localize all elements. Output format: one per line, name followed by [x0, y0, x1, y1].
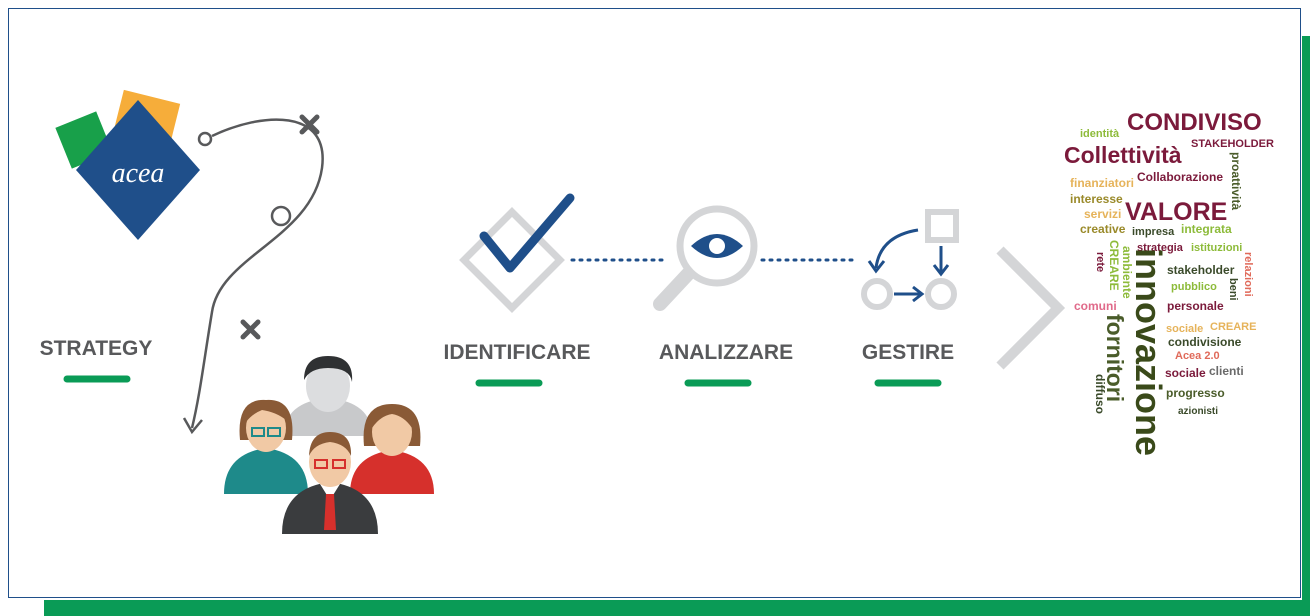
word-cloud-word: finanziatori [1070, 176, 1134, 190]
word-cloud-word: CREARE [1210, 321, 1256, 333]
word-cloud-word: fornitori [1102, 314, 1128, 402]
word-cloud-word: innovazione [1128, 248, 1169, 456]
word-cloud-word: diffuso [1093, 374, 1107, 414]
word-cloud-word: personale [1167, 299, 1224, 313]
word-cloud-word: integrata [1181, 222, 1232, 236]
word-cloud-word: clienti [1209, 364, 1244, 378]
word-cloud-word: Collettività [1064, 142, 1182, 168]
word-cloud-word: azionisti [1178, 406, 1218, 417]
accent-bar-bottom [44, 600, 1310, 616]
step-label-gestire: GESTIRE [862, 341, 954, 364]
word-cloud-word: creative [1080, 222, 1126, 236]
word-cloud-word: CREARE [1107, 240, 1121, 291]
word-cloud-word: CONDIVISO [1127, 109, 1262, 136]
x-mark-icon [299, 114, 320, 135]
word-cloud-word: istituzioni [1191, 242, 1242, 254]
step-label-identificare: IDENTIFICARE [444, 341, 591, 364]
chevron-right-icon [996, 246, 1066, 370]
word-cloud-word: comuni [1074, 299, 1117, 313]
word-cloud-word: servizi [1084, 207, 1121, 221]
word-cloud-word: condivisione [1168, 335, 1242, 349]
word-cloud-word: STAKEHOLDER [1191, 138, 1274, 150]
word-cloud-word: identità [1080, 128, 1120, 140]
checkmark-icon [459, 193, 575, 313]
word-cloud-word: relazioni [1242, 252, 1254, 297]
word-cloud-word: strategia [1137, 242, 1184, 254]
word-cloud-word: interesse [1070, 192, 1123, 206]
path-waypoint-circle-icon [270, 205, 292, 227]
magnifier-eye-icon [653, 205, 758, 311]
word-cloud-word: ambiente [1120, 246, 1134, 299]
word-cloud-word: Collaborazione [1137, 170, 1223, 184]
word-cloud-word: stakeholder [1167, 263, 1235, 277]
strategy-path [182, 114, 324, 435]
word-cloud-word: sociale [1166, 323, 1203, 335]
word-cloud-word: sociale [1165, 366, 1206, 380]
step-label-strategy: STRATEGY [40, 337, 153, 360]
word-cloud-word: rete [1094, 252, 1106, 272]
word-cloud-word: beni [1227, 278, 1239, 301]
word-cloud-word: proattività [1229, 152, 1243, 210]
stakeholder-group-icon [224, 356, 434, 534]
process-flow-icon [861, 209, 959, 310]
accent-bar-right [1302, 36, 1310, 616]
path-start-circle-icon [197, 131, 213, 147]
word-cloud-word: progresso [1166, 386, 1225, 400]
word-cloud-word: pubblico [1171, 281, 1217, 293]
word-cloud-word: VALORE [1125, 198, 1227, 226]
word-cloud-word: impresa [1132, 226, 1175, 238]
acea-logo: acea [55, 89, 200, 240]
word-cloud-word: Acea 2.0 [1175, 350, 1220, 362]
word-cloud: CONDIVISO identità STAKEHOLDER Collettiv… [1064, 109, 1274, 456]
x-mark-icon [240, 319, 261, 340]
logo-text: acea [112, 158, 165, 189]
step-label-analizzare: ANALIZZARE [659, 341, 793, 364]
